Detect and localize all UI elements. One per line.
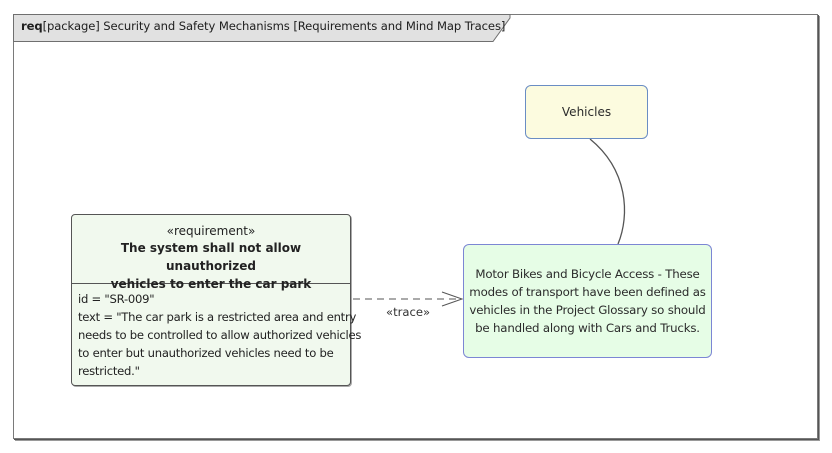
diagram-kind-keyword: req xyxy=(21,19,43,33)
requirement-attributes: id = "SR-009" text = "The car park is a … xyxy=(72,284,362,380)
requirement-attribute-text-line: to enter but unauthorized vehicles need … xyxy=(78,346,334,360)
diagram-title-text: [package] Security and Safety Mechanisms… xyxy=(42,19,506,33)
mind-map-central-topic[interactable]: Vehicles xyxy=(525,85,648,139)
central-topic-label: Vehicles xyxy=(561,105,612,119)
trace-connector-label: «trace» xyxy=(386,305,431,319)
requirement-attribute-text-line: restricted." xyxy=(78,364,140,378)
requirement-name-line: The system shall not allow unauthorized xyxy=(120,241,302,273)
diagram-title: req[package] Security and Safety Mechani… xyxy=(21,19,505,33)
subtopic-text-line: be handled along with Cars and Trucks. xyxy=(475,321,700,335)
requirement-stereotype: «requirement» xyxy=(166,224,256,238)
trace-arrowhead-icon xyxy=(441,291,464,307)
mind-map-branch-connector[interactable] xyxy=(589,138,626,245)
requirement-header: «requirement» The system shall not allow… xyxy=(72,215,350,291)
subtopic-text: Motor Bikes and Bicycle Access - These m… xyxy=(468,265,707,337)
subtopic-text-line: Motor Bikes and Bicycle Access - These xyxy=(475,267,700,281)
mind-map-subtopic[interactable]: Motor Bikes and Bicycle Access - These m… xyxy=(463,244,712,358)
requirement-attribute-text-line: text = "The car park is a restricted are… xyxy=(78,310,357,324)
requirement-name: The system shall not allow unauthorized … xyxy=(72,239,350,293)
frame-tab-shape xyxy=(13,14,511,42)
requirement-name-line: vehicles to enter the car park xyxy=(110,277,312,291)
subtopic-text-line: modes of transport have been defined as xyxy=(469,285,706,299)
requirement-attribute-id: id = "SR-009" xyxy=(78,292,155,306)
requirement-element[interactable]: «requirement» The system shall not allow… xyxy=(71,214,362,386)
subtopic-text-line: vehicles in the Project Glossary so shou… xyxy=(469,303,706,317)
requirement-attribute-text-line: needs to be controlled to allow authoriz… xyxy=(78,328,362,342)
